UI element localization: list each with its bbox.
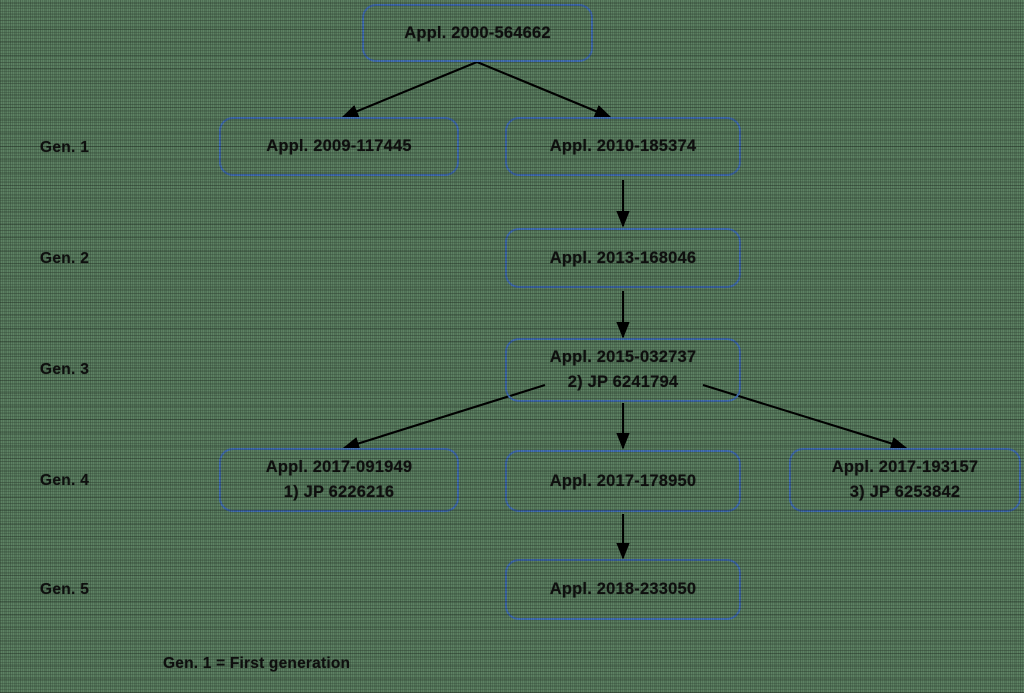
node-line-1: Appl. 2015-032737	[549, 348, 697, 367]
node-line-1: Appl. 2018-233050	[549, 580, 697, 599]
node-line-1: Appl. 2009-117445	[266, 137, 412, 156]
node-appl-2000-564662[interactable]: Appl. 2000-564662	[362, 4, 593, 62]
node-line-2: 2) JP 6241794	[567, 373, 679, 391]
node-appl-2018-233050[interactable]: Appl. 2018-233050	[505, 559, 741, 620]
node-appl-2010-185374[interactable]: Appl. 2010-185374	[505, 117, 741, 176]
node-appl-2015-032737[interactable]: Appl. 2015-032737 2) JP 6241794	[505, 338, 741, 402]
node-line-1: Appl. 2017-178950	[549, 471, 697, 490]
gen-label-2: Gen. 2	[40, 250, 90, 267]
node-line-2: 1) JP 6226216	[283, 483, 395, 501]
edge-root-to-g1a	[341, 61, 478, 118]
node-line-1: Appl. 2017-091949	[265, 458, 413, 477]
node-appl-2013-168046[interactable]: Appl. 2013-168046	[505, 228, 741, 288]
node-line-1: Appl. 2017-193157	[831, 458, 979, 477]
gen-label-3: Gen. 3	[40, 361, 90, 378]
node-appl-2017-091949[interactable]: Appl. 2017-091949 1) JP 6226216	[219, 448, 459, 512]
legend-note: Gen. 1 = First generation	[163, 655, 351, 672]
node-line-1: Appl. 2013-168046	[549, 248, 697, 267]
node-appl-2017-193157[interactable]: Appl. 2017-193157 3) JP 6253842	[789, 448, 1021, 512]
node-appl-2009-117445[interactable]: Appl. 2009-117445	[219, 117, 459, 176]
node-line-1: Appl. 2000-564662	[404, 23, 551, 42]
edge-root-to-g1b	[476, 61, 612, 118]
node-appl-2017-178950[interactable]: Appl. 2017-178950	[505, 450, 741, 512]
gen-label-1: Gen. 1	[40, 139, 90, 156]
gen-label-4: Gen. 4	[40, 472, 90, 489]
node-line-2: 3) JP 6253842	[849, 483, 961, 501]
gen-label-5: Gen. 5	[40, 581, 90, 598]
node-line-1: Appl. 2010-185374	[549, 137, 697, 156]
